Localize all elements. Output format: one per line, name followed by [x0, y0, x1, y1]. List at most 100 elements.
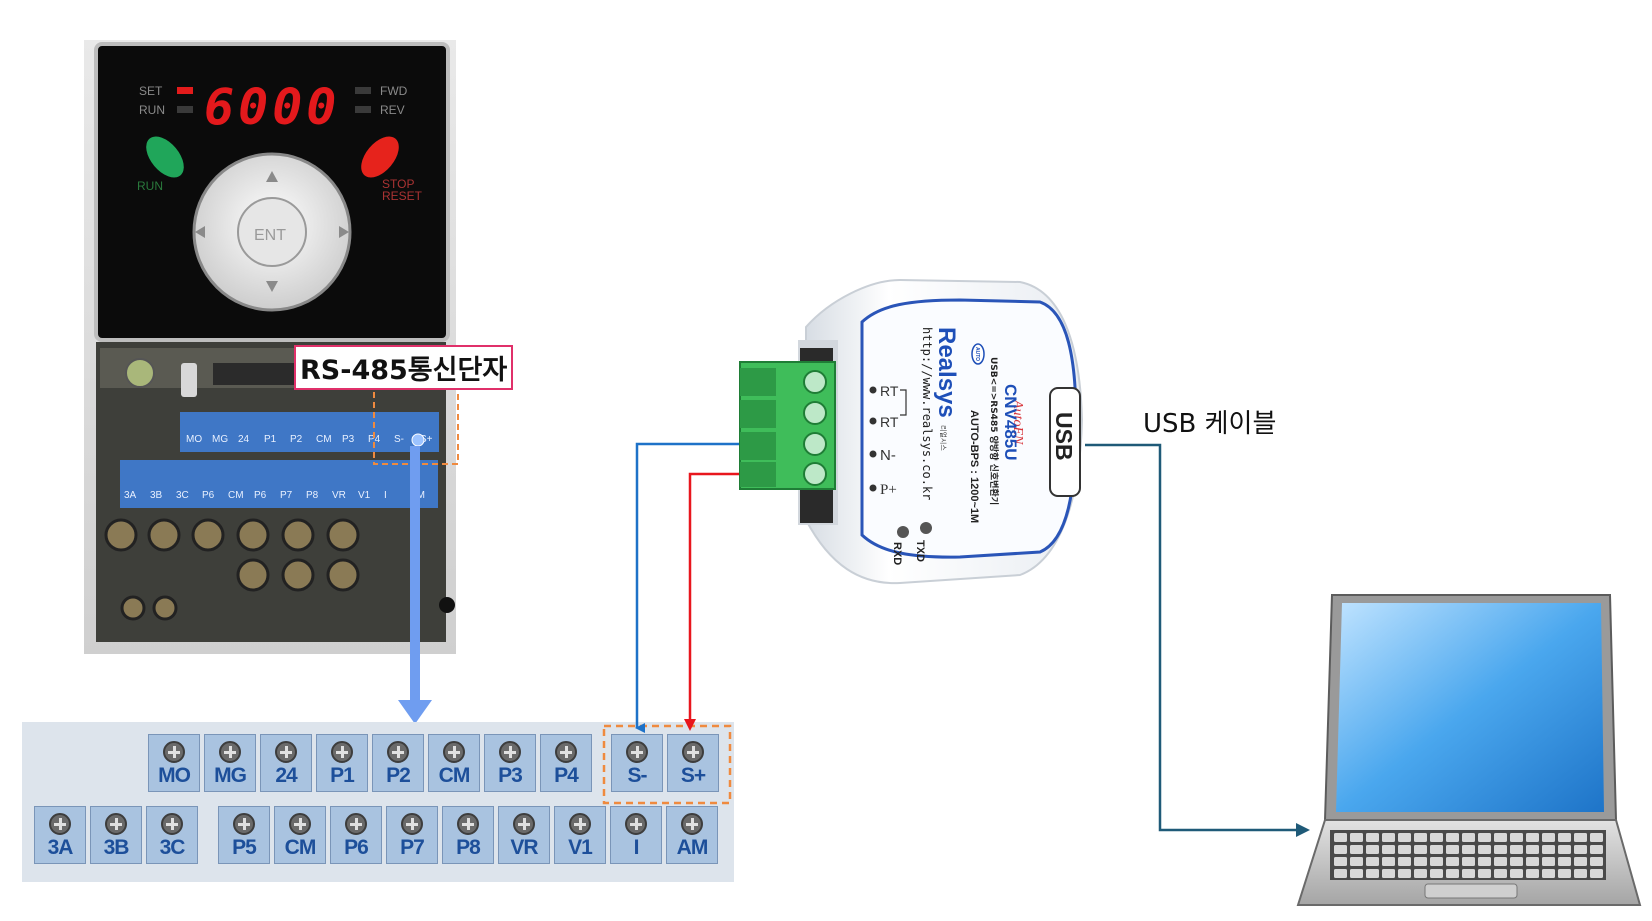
terminal-label: I	[633, 836, 640, 859]
run-button-label: RUN	[137, 179, 163, 193]
terminal-3a: 3A	[34, 806, 86, 864]
board-label: V1	[358, 490, 371, 501]
board-label: CM	[228, 490, 244, 501]
rs485-callout: RS-485통신단자	[294, 345, 514, 390]
screw-icon	[625, 813, 647, 835]
terminal-label: MG	[214, 764, 247, 787]
pin-labels: RT RT N- P+	[869, 383, 907, 498]
converter-model: CNV485U	[1001, 384, 1020, 461]
terminal-label: CM	[284, 836, 317, 859]
converter-series: AutoEN	[1010, 399, 1025, 445]
terminal-24: 24	[260, 734, 312, 792]
terminal-label: S-	[627, 764, 648, 787]
txd-label: TXD	[914, 540, 926, 562]
board-label: P7	[280, 490, 293, 501]
screw-icon	[219, 741, 241, 763]
terminal-cm: CM	[274, 806, 326, 864]
stop-label: STOP	[382, 177, 414, 191]
terminal-label: 24	[275, 764, 297, 787]
terminal-3b: 3B	[90, 806, 142, 864]
terminal-label: P3	[498, 764, 523, 787]
terminal-label: P1	[330, 764, 355, 787]
screw-icon	[275, 741, 297, 763]
board-label: S+	[420, 434, 433, 445]
screw-icon	[289, 813, 311, 835]
board-label: P4	[368, 434, 381, 445]
board-label: 24	[238, 434, 250, 445]
terminal-mg: MG	[204, 734, 256, 792]
terminal-label: MO	[158, 764, 191, 787]
red-wire	[688, 472, 762, 720]
auto-badge: AUTO	[974, 347, 980, 361]
screw-icon	[457, 813, 479, 835]
screw-icon	[513, 813, 535, 835]
pin-p-plus: P+	[880, 482, 897, 498]
terminal-label: 3C	[159, 836, 186, 859]
usb-cable	[1085, 443, 1300, 832]
txd-led	[920, 522, 932, 534]
terminal-label: VR	[510, 836, 538, 859]
board-label: MG	[212, 434, 228, 445]
terminal-vr: VR	[498, 806, 550, 864]
terminal-splus: S+	[667, 734, 719, 792]
pin-rt-2: RT	[880, 414, 899, 430]
usb-tag-box	[1049, 387, 1081, 497]
rs485-highlight-box	[602, 724, 732, 805]
board-label: P6	[254, 490, 267, 501]
board-label: P8	[306, 490, 319, 501]
run-button[interactable]	[139, 130, 191, 185]
board-label: MO	[186, 434, 202, 445]
converter-url: http://www.realsys.co.kr	[920, 327, 934, 500]
usb-cable-label: USB 케이블	[1143, 409, 1277, 439]
screw-icon	[387, 741, 409, 763]
seven-segment-display: 6000	[204, 78, 340, 136]
stop-button[interactable]	[354, 130, 406, 185]
terminal-p4: P4	[540, 734, 592, 792]
converter-brand: Realsys	[933, 327, 960, 418]
dip-switch-icon	[125, 358, 155, 388]
board-label: 3B	[150, 490, 163, 501]
screw-icon	[49, 813, 71, 835]
rs485-converter: RT RT N- P+ TXD RXD http://www.realsys.c…	[739, 278, 1084, 585]
power-terminals	[104, 518, 360, 621]
run-led-label: RUN	[139, 103, 165, 117]
terminal-label: 3A	[47, 836, 74, 859]
terminal-3c: 3C	[146, 806, 198, 864]
terminal-p7: P7	[386, 806, 438, 864]
board-label: VR	[332, 490, 346, 501]
board-label: P6	[202, 490, 215, 501]
screw-icon	[401, 813, 423, 835]
zoom-arrow	[398, 446, 432, 724]
blue-wire	[635, 442, 760, 733]
rxd-label: RXD	[891, 542, 903, 565]
terminal-label: 3B	[103, 836, 130, 859]
usb-tag: USB	[1051, 412, 1077, 461]
ent-button[interactable]: ENT	[254, 227, 286, 244]
screw-icon	[233, 813, 255, 835]
converter-bps: AUTO-BPS : 1200~1M	[968, 410, 980, 523]
screw-icon	[163, 741, 185, 763]
rev-led-label: REV	[380, 103, 405, 117]
terminal-p8: P8	[442, 806, 494, 864]
screw-icon	[443, 741, 465, 763]
terminal-p2: P2	[372, 734, 424, 792]
fwd-led-label: FWD	[380, 84, 408, 98]
terminal-label: P8	[456, 836, 481, 859]
terminal-label: CM	[438, 764, 471, 787]
down-arrow-icon	[266, 281, 278, 292]
board-label: S-	[394, 434, 404, 445]
terminal-mo: MO	[148, 734, 200, 792]
converter-desc: USB<=>RS485 양방향 신호변환기	[988, 357, 1000, 505]
laptop-icon	[1296, 594, 1642, 906]
terminal-label: P5	[232, 836, 257, 859]
set-led-label: SET	[139, 84, 163, 98]
terminal-p1: P1	[316, 734, 368, 792]
terminal-label: S+	[680, 764, 706, 787]
pin-rt-1: RT	[880, 383, 899, 399]
screw-icon	[555, 741, 577, 763]
screw-icon	[682, 741, 704, 763]
board-label: 3C	[176, 490, 189, 501]
screw-icon	[345, 813, 367, 835]
